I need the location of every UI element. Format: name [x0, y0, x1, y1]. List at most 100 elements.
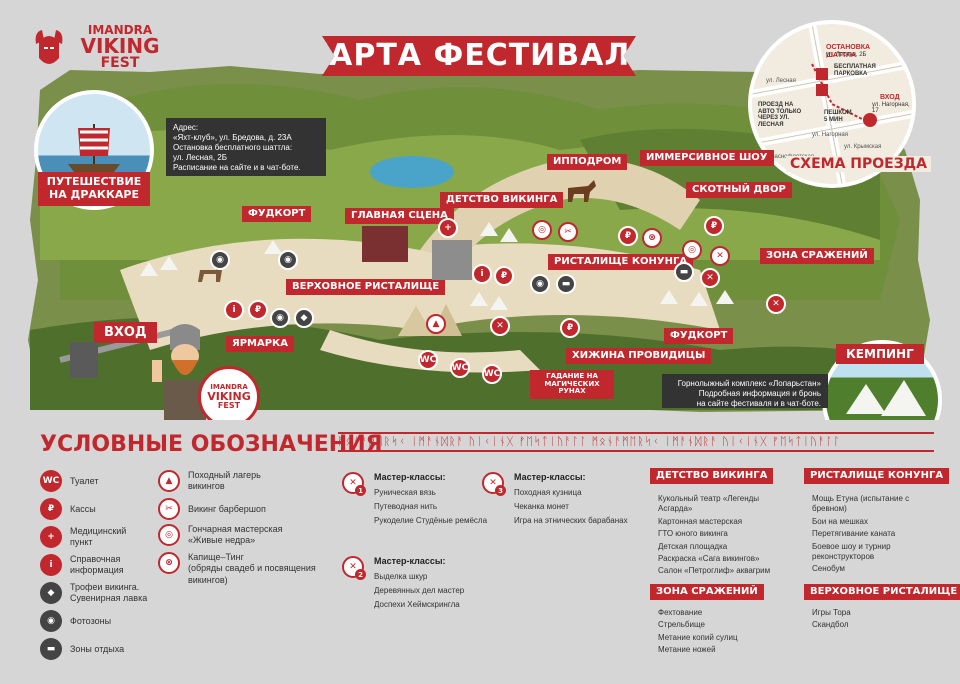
zone-cattle-yard[interactable]: СКОТНЫЙ ДВОР [686, 182, 792, 198]
tent [160, 256, 178, 270]
tent [480, 222, 498, 236]
festival-map: IMANDRA VIKING FEST КАРТА ФЕСТИВАЛЯ ПУТЕ… [28, 20, 942, 420]
badge-line1: IMANDRA [210, 383, 248, 391]
temple-icon: ⊗ [158, 552, 180, 574]
masterclass-item: Путеводная нить [374, 502, 438, 512]
camera-icon[interactable]: ◉ [530, 274, 550, 294]
legend-label: Гончарная мастерская «Живые недра» [188, 524, 283, 546]
legend-label: Зоны отдыха [70, 644, 125, 654]
tent [470, 292, 488, 306]
zone-viking-childhood[interactable]: ДЕТСТВО ВИКИНГА [440, 192, 564, 208]
info-icon[interactable]: i [224, 300, 244, 320]
masterclass-3-icon[interactable]: ✕ [766, 294, 786, 314]
pottery-icon[interactable]: ◎ [682, 240, 702, 260]
drakkar-label-line2: НА ДРАККАРЕ [49, 188, 139, 201]
temple-icon[interactable]: ⊗ [642, 228, 662, 248]
medical-icon[interactable]: + [438, 218, 458, 238]
zone-supreme-arena[interactable]: ВЕРХОВНОЕ РИСТАЛИЩЕ [286, 279, 446, 295]
horse-icon [568, 180, 596, 202]
pottery-icon[interactable]: ◎ [532, 220, 552, 240]
masterclass-number: 3 [495, 485, 506, 496]
street-label: ул. Лесная [766, 78, 796, 84]
drakkar-label[interactable]: ПУТЕШЕСТВИЕ НА ДРАККАРЕ [38, 172, 150, 206]
zone-foodcourt-1[interactable]: ФУДКОРТ [242, 206, 312, 222]
scheme-title: СХЕМА ПРОЕЗДА [786, 156, 931, 172]
zone-prophetess-hut[interactable]: ХИЖИНА ПРОВИДИЦЫ [566, 348, 712, 364]
legend-label: Трофеи викинга. Сувенирная лавка [70, 582, 148, 604]
masterclass-item: Доспехи Хеймскрингла [374, 600, 460, 610]
ruble-icon[interactable]: ₽ [560, 318, 580, 338]
main-stage-structure [362, 226, 408, 262]
childhood-building [432, 240, 472, 280]
ruble-icon[interactable]: ₽ [618, 226, 638, 246]
camp-icon: ▲ [158, 470, 180, 492]
walk-note: ПЕШКОМ 5 МИН [824, 110, 852, 123]
camera-icon[interactable]: ◉ [278, 250, 298, 270]
zone-foodcourt-2[interactable]: ФУДКОРТ [664, 328, 734, 344]
sofa-icon[interactable]: ▬ [556, 274, 576, 294]
zone-hippodrome[interactable]: ИППОДРОМ [547, 154, 628, 170]
program-item: Салон «Петроглиф» аквагрим [658, 566, 771, 576]
zone-battle[interactable]: ЗОНА СРАЖЕНИЙ [760, 248, 874, 264]
camera-icon[interactable]: ◉ [270, 308, 290, 328]
zone-immersive-show[interactable]: ИММЕРСИВНОЕ ШОУ [640, 150, 774, 166]
zone-konung-arena[interactable]: РИСТАЛИЩЕ КОНУНГА [548, 254, 694, 270]
zone-main-stage[interactable]: ГЛАВНАЯ СЦЕНА [345, 208, 454, 224]
wc-icon[interactable]: WC [418, 350, 438, 370]
zone-camping[interactable]: КЕМПИНГ [836, 344, 924, 364]
tent [140, 262, 158, 276]
ruble-icon[interactable]: ₽ [494, 266, 514, 286]
program-item: Кукольный театр «Легенды Асгарда» [658, 494, 760, 514]
legend-item-camp: ▲ Походный лагерь викингов [158, 470, 298, 493]
tent [500, 228, 518, 242]
tent [660, 290, 678, 304]
ruble-icon[interactable]: ₽ [248, 300, 268, 320]
drakkar-info-line: Остановка бесплатного шаттла: [173, 143, 293, 152]
masterclass-number: 1 [355, 485, 366, 496]
drakkar-info-line: Адрес: [173, 123, 199, 132]
sofa-icon[interactable]: ▬ [674, 262, 694, 282]
legend-title: УСЛОВНЫЕ ОБОЗНАЧЕНИЯ [40, 432, 383, 457]
medical-icon: + [40, 526, 62, 548]
masterclass-item: Руническая вязь [374, 487, 436, 497]
legend-label: Викинг барбершоп [188, 504, 266, 514]
program-childhood-list: Кукольный театр «Легенды Асгарда» Картон… [658, 494, 788, 579]
wc-icon[interactable]: WC [450, 358, 470, 378]
ruble-icon[interactable]: ₽ [704, 216, 724, 236]
program-konung-title: РИСТАЛИЩЕ КОНУНГА [804, 468, 950, 484]
program-battle-list: Фехтование Стрельбище Метание копий сули… [658, 608, 788, 658]
legend-item-pottery: ◎ Гончарная мастерская «Живые недра» [158, 524, 318, 547]
runic-ribbon: ᛗᛟᚾᚨᛗᛖᚱᛋᚲ ᛁᛗᚨᚾᛞᚱᚨ ᚢᛁᚲᛁᚾᚷ ᚠᛖᛋᛏᛁᚢᚨᛚᛚ ᛗᛟᚾᚨᛗ… [338, 432, 934, 452]
camera-icon[interactable]: ◉ [210, 250, 230, 270]
tent [690, 292, 708, 306]
barbershop-icon[interactable]: ✂ [558, 222, 578, 242]
viking-helmet-logo-icon [32, 26, 66, 72]
program-item: ГТО юного викинга [658, 529, 728, 539]
logo-line1: IMANDRA [87, 23, 153, 37]
viking-badge: IMANDRA VIKING FEST [198, 366, 260, 420]
barbershop-icon: ✂ [158, 498, 180, 520]
masterclass-2-icon[interactable]: ✕ [700, 268, 720, 288]
legend-item-photozone: ◉ Фотозоны [40, 610, 111, 632]
badge-line3: FEST [217, 401, 241, 410]
info-icon[interactable]: i [472, 264, 492, 284]
camp-icon[interactable]: ▲ [426, 314, 446, 334]
legend-label: Туалет [70, 476, 99, 486]
wc-icon[interactable]: WC [482, 364, 502, 384]
diamond-icon[interactable]: ◆ [294, 308, 314, 328]
program-childhood-title: ДЕТСТВО ВИКИНГА [650, 468, 774, 484]
zone-fortune-telling[interactable]: ГАДАНИЕ НА МАГИЧЕСКИХ РУНАХ [530, 370, 614, 400]
street-label: ул. Нагорная [812, 132, 849, 138]
sofa-icon: ▬ [40, 638, 62, 660]
masterclass-3-icon: ✕3 [482, 472, 506, 496]
program-item: Картонная мастерская [658, 516, 743, 526]
masterclass-number: 2 [355, 569, 366, 580]
masterclass-icon[interactable]: ✕ [710, 246, 730, 266]
zone-entrance[interactable]: ВХОД [94, 322, 157, 343]
drakkar-info-line: Расписание на сайте и в чат-боте. [173, 163, 301, 172]
drakkar-label-line1: ПУТЕШЕСТВИЕ [46, 175, 142, 189]
zone-fair[interactable]: ЯРМАРКА [226, 336, 294, 352]
program-item: Бои на мешках [812, 516, 868, 526]
masterclass-1-icon[interactable]: ✕ [490, 316, 510, 336]
legend-item-temple: ⊗ Капище–Тинг (обряды свадеб и посвящени… [158, 552, 328, 586]
